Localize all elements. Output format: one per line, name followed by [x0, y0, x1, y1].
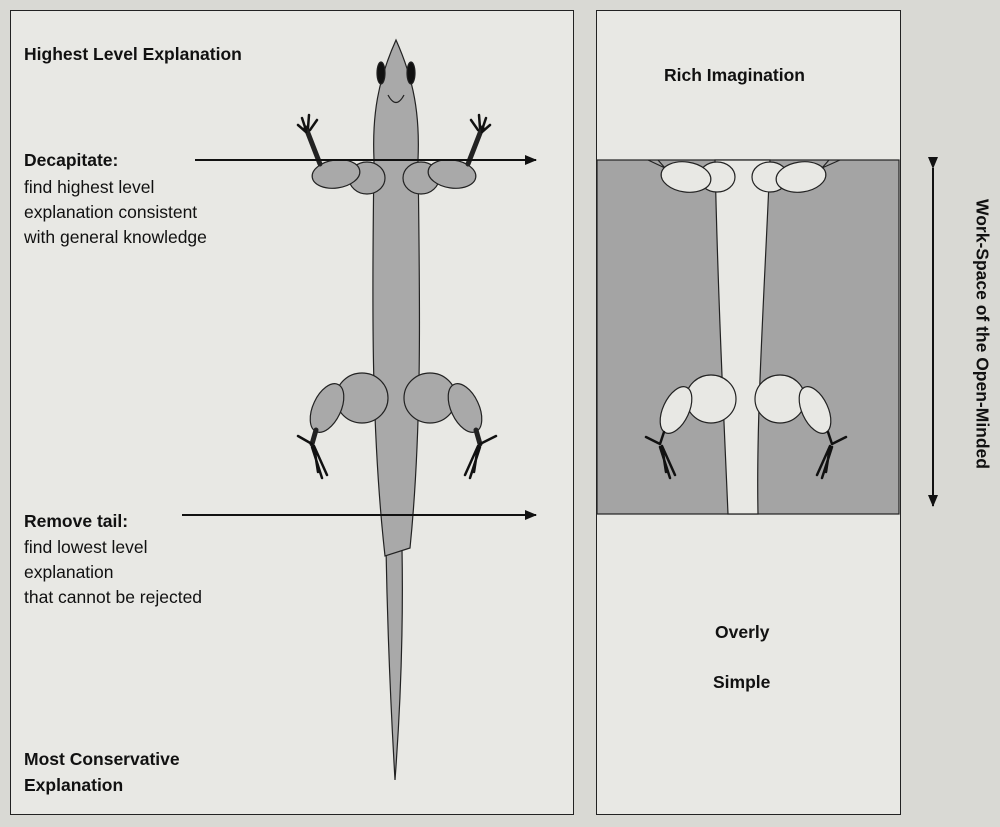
- remove-tail-line: explanation: [24, 562, 114, 582]
- most-conservative-label: Most Conservative: [24, 749, 180, 769]
- work-space-label: Work-Space of the Open-Minded: [972, 199, 993, 469]
- decapitate-line: with general knowledge: [24, 227, 207, 247]
- lizard-tail: [385, 547, 403, 781]
- back-left-leg: [296, 372, 389, 480]
- front-right-leg: [402, 113, 492, 195]
- decapitate-line: explanation consistent: [24, 202, 198, 222]
- lizard-eye-right: [406, 61, 416, 85]
- explanation-label: Explanation: [24, 775, 124, 795]
- overly-label: Overly: [715, 622, 770, 642]
- decapitate-line: find highest level: [24, 177, 155, 197]
- highest-level-label: Highest Level Explanation: [24, 44, 242, 64]
- simple-label: Simple: [713, 672, 771, 692]
- lizard-head: [373, 38, 419, 161]
- decapitate-heading: Decapitate:: [24, 150, 119, 170]
- remove-tail-heading: Remove tail:: [24, 511, 129, 531]
- lizard-body: [372, 159, 421, 557]
- remove-tail-line: find lowest level: [24, 537, 148, 557]
- remove-tail-line: that cannot be rejected: [24, 587, 203, 607]
- rich-imagination-label: Rich Imagination: [664, 65, 805, 85]
- front-left-leg: [296, 113, 386, 195]
- back-right-leg: [403, 372, 498, 480]
- lizard-eye-left: [376, 61, 386, 85]
- lizard-cutout: [644, 159, 848, 515]
- lizard-figure: [296, 38, 498, 781]
- body-gap: [714, 159, 771, 515]
